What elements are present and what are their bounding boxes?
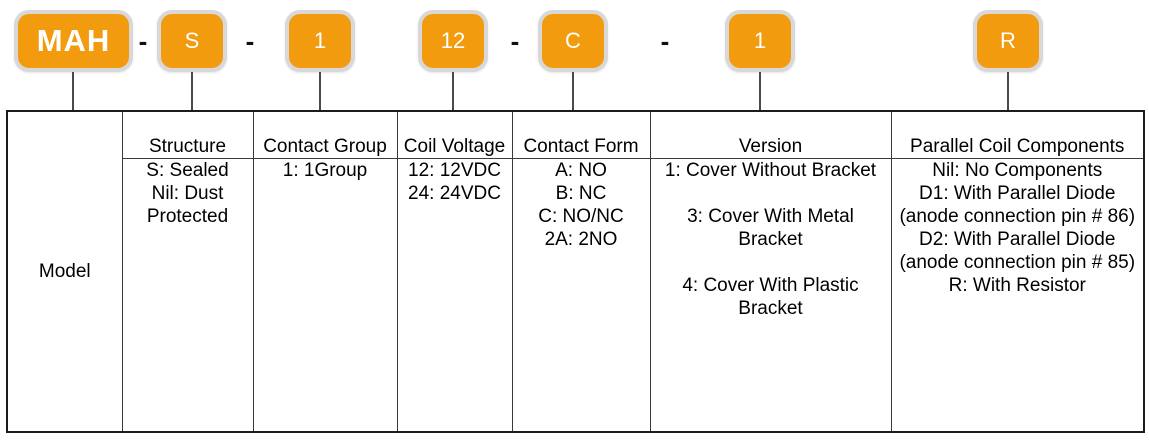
code-badge-coil-voltage: 12 <box>418 10 488 72</box>
cell-line: S: Sealed <box>146 159 229 181</box>
code-badge-structure: S <box>157 10 227 72</box>
cell-line: C: NO/NC <box>538 205 624 227</box>
cell-line: 2A: 2NO <box>544 228 618 250</box>
connector-line <box>1007 72 1009 110</box>
cell-version-options: 1: Cover Without Bracket 3: Cover With Me… <box>649 157 892 433</box>
column-header-contact-group: Contact Group <box>252 110 398 159</box>
cell-line: Nil: No Components <box>932 159 1103 181</box>
code-separator: - <box>138 25 148 56</box>
connector-line <box>319 72 321 110</box>
connector-line <box>759 72 761 110</box>
cell-line <box>651 251 890 274</box>
cell-line: A: NO <box>555 159 607 181</box>
code-separator: - <box>660 25 670 56</box>
code-badge-model: MAH <box>14 10 133 72</box>
model-cell: Model <box>6 110 123 433</box>
cell-line: 3: Cover With Metal <box>687 205 854 227</box>
code-badge-parallel-coil-components: R <box>973 10 1043 72</box>
connector-line <box>191 72 193 110</box>
code-badge-contact-form: C <box>538 10 608 72</box>
cell-line: 4: Cover With Plastic <box>682 274 859 296</box>
cell-line: B: NC <box>555 182 607 204</box>
cell-contact-group-options: 1: 1Group <box>252 157 398 433</box>
cell-line: (anode connection pin # 86) <box>899 205 1136 227</box>
cell-line: Nil: Dust <box>151 182 224 204</box>
connector-line <box>572 72 574 110</box>
cell-line: 24: 24VDC <box>408 182 501 204</box>
connector-line <box>72 72 74 110</box>
cell-line: 1: 1Group <box>282 159 368 181</box>
cell-line: Bracket <box>738 297 803 319</box>
column-header-version: Version <box>649 110 892 159</box>
cell-line: Bracket <box>738 228 803 250</box>
connector-line <box>452 72 454 110</box>
column-header-coil-voltage: Coil Voltage <box>396 110 513 159</box>
cell-line: D1: With Parallel Diode <box>919 182 1116 204</box>
cell-line <box>651 182 890 205</box>
column-header-parallel-coil-components: Parallel Coil Components <box>890 110 1145 159</box>
code-separator: - <box>510 25 520 56</box>
cell-line: Protected <box>146 205 229 227</box>
cell-line: (anode connection pin # 85) <box>899 251 1136 273</box>
code-badge-contact-group: 1 <box>285 10 355 72</box>
column-header-structure: Structure <box>121 110 254 159</box>
cell-line: R: With Resistor <box>948 274 1086 296</box>
code-separator: - <box>245 25 255 56</box>
cell-line: 1: Cover Without Bracket <box>664 159 877 181</box>
ordering-table: Model Structure Contact Group Coil Volta… <box>6 110 1145 433</box>
column-header-contact-form: Contact Form <box>511 110 651 159</box>
cell-line: 12: 12VDC <box>408 159 501 181</box>
cell-line: D2: With Parallel Diode <box>919 228 1116 250</box>
code-badge-version: 1 <box>725 10 795 72</box>
